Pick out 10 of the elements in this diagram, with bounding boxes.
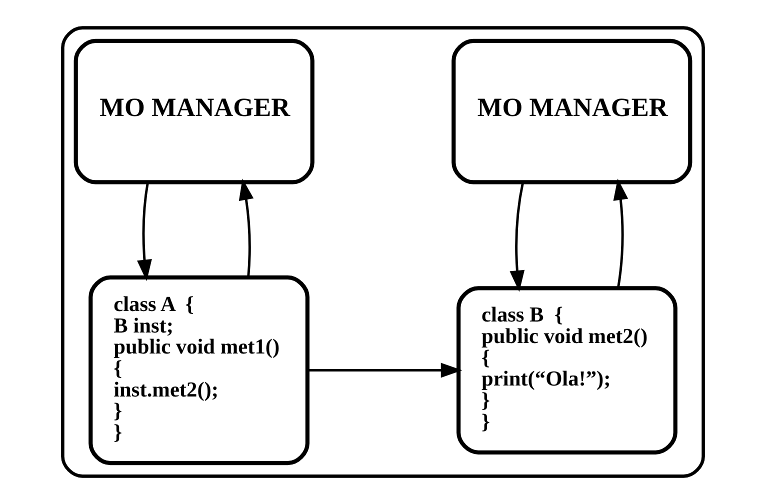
arrow — [613, 178, 628, 288]
arrow — [510, 182, 525, 292]
arrow — [238, 178, 254, 278]
node-box: class B { public void met2() { print(“Ola!”); } } — [456, 286, 678, 454]
arrow — [308, 362, 462, 378]
node-box: MO MANAGER — [452, 38, 692, 184]
cluster — [61, 26, 705, 478]
node-box: class A { B inst; public void met1() { inst.met2(); } } — [88, 275, 310, 466]
arrow — [137, 182, 152, 282]
node-box: MO MANAGER — [74, 38, 314, 184]
